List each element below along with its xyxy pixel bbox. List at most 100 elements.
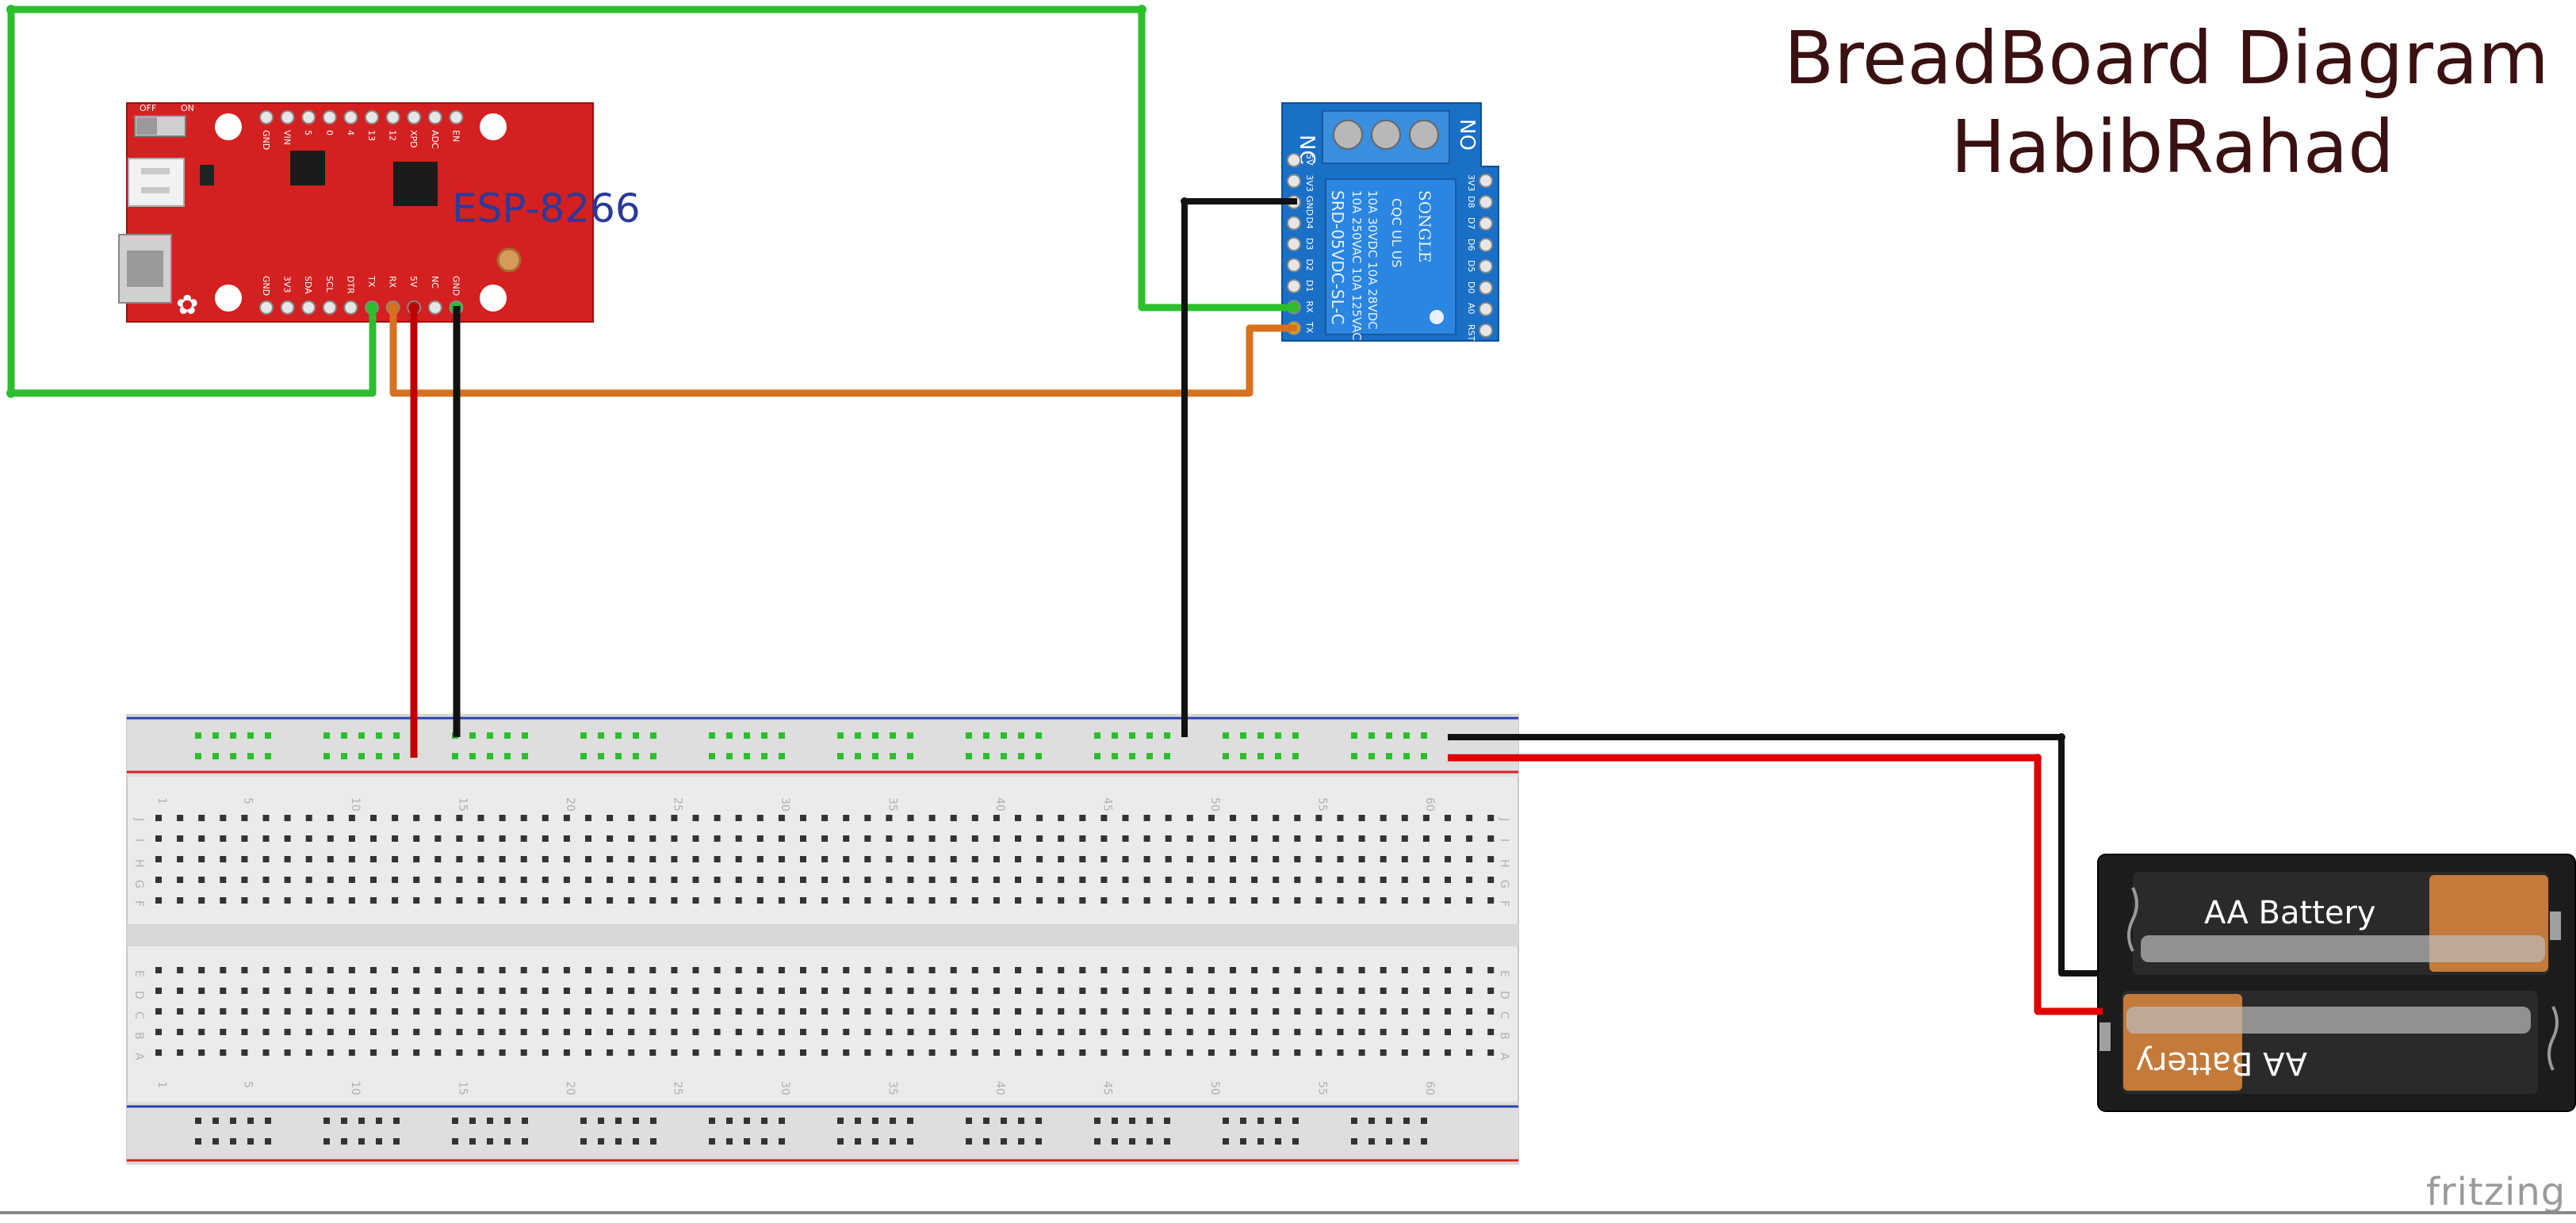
breadboard-hole bbox=[821, 897, 829, 904]
rail-hole bbox=[872, 732, 878, 739]
rail-hole bbox=[393, 753, 400, 759]
breadboard-hole bbox=[327, 988, 334, 994]
breadboard-hole bbox=[1294, 897, 1301, 904]
breadboard-hole bbox=[1015, 877, 1021, 883]
breadboard-hole bbox=[585, 1029, 591, 1035]
rail-hole bbox=[265, 753, 271, 759]
terminal-screw bbox=[1371, 120, 1401, 150]
rail-hole bbox=[855, 1138, 861, 1145]
breadboard-hole bbox=[649, 1008, 656, 1015]
breadboard-hole bbox=[392, 815, 399, 821]
breadboard-hole bbox=[585, 988, 591, 994]
rail-hole bbox=[195, 1138, 201, 1145]
pin-label: NC bbox=[430, 276, 440, 289]
breadboard-hole bbox=[262, 877, 270, 883]
breadboard-hole bbox=[434, 1029, 442, 1035]
pin-label: SCL bbox=[324, 276, 335, 293]
breadboard-hole bbox=[735, 815, 742, 821]
column-number: 15 bbox=[456, 797, 469, 812]
breadboard-hole bbox=[1315, 988, 1322, 994]
breadboard-hole bbox=[1401, 1008, 1408, 1015]
breadboard-hole bbox=[177, 835, 184, 842]
breadboard-hole bbox=[1036, 835, 1043, 842]
breadboard-hole bbox=[1401, 835, 1408, 842]
breadboard-hole bbox=[671, 1029, 678, 1035]
breadboard-hole bbox=[864, 877, 871, 883]
breadboard-hole bbox=[155, 897, 162, 904]
breadboard-hole bbox=[520, 988, 527, 994]
breadboard-hole bbox=[1122, 1029, 1129, 1035]
breadboard-hole bbox=[756, 897, 764, 904]
row-letter: G bbox=[132, 880, 145, 889]
breadboard-hole bbox=[1186, 1008, 1193, 1015]
breadboard-hole bbox=[1143, 897, 1150, 904]
breadboard-hole bbox=[1122, 877, 1129, 883]
breadboard-hole bbox=[821, 988, 829, 994]
breadboard-hole bbox=[1315, 1029, 1322, 1035]
breadboard-hole bbox=[628, 988, 635, 994]
rail-hole bbox=[1129, 1138, 1135, 1145]
rail-hole bbox=[1240, 1118, 1246, 1124]
rail-hole bbox=[358, 732, 365, 739]
breadboard-hole bbox=[1337, 988, 1344, 994]
rail-hole bbox=[1386, 753, 1392, 759]
breadboard-hole bbox=[477, 1008, 484, 1015]
rail-hole bbox=[265, 1138, 271, 1145]
breadboard-hole bbox=[671, 877, 678, 883]
rail-hole bbox=[1112, 732, 1118, 739]
breadboard-hole bbox=[1122, 815, 1129, 821]
breadboard-hole bbox=[1100, 1008, 1108, 1015]
breadboard-hole bbox=[241, 1049, 248, 1056]
rail-hole bbox=[709, 1118, 715, 1124]
rail-hole bbox=[452, 753, 458, 759]
breadboard-hole bbox=[456, 835, 463, 842]
breadboard-hole bbox=[1058, 815, 1065, 821]
rail-hole bbox=[1257, 1118, 1264, 1124]
breadboard-hole bbox=[1401, 856, 1408, 862]
breadboard-hole bbox=[1230, 988, 1236, 994]
rail-hole bbox=[633, 1138, 639, 1145]
breadboard-hole bbox=[499, 967, 506, 973]
column-number: 50 bbox=[1208, 797, 1221, 812]
breadboard-hole bbox=[1036, 856, 1043, 862]
breadboard-hole bbox=[177, 815, 184, 821]
breadboard-hole bbox=[1015, 835, 1021, 842]
rail-hole bbox=[1094, 1118, 1100, 1124]
rail-hole bbox=[890, 753, 896, 759]
breadboard-hole bbox=[1380, 1049, 1387, 1056]
relay-body bbox=[1325, 178, 1456, 335]
breadboard-hole bbox=[607, 967, 614, 973]
breadboard-hole bbox=[1337, 856, 1344, 862]
breadboard-hole bbox=[1445, 897, 1451, 904]
rail-hole bbox=[890, 1138, 896, 1145]
rail-hole bbox=[615, 732, 622, 739]
rail-hole bbox=[615, 753, 622, 759]
breadboard-hole bbox=[1315, 1008, 1322, 1015]
breadboard-hole bbox=[520, 1049, 527, 1056]
breadboard-hole bbox=[1122, 835, 1129, 842]
breadboard-hole bbox=[628, 967, 635, 973]
rail-hole bbox=[744, 1138, 750, 1145]
breadboard-hole bbox=[434, 988, 442, 994]
cell-highlight bbox=[2141, 935, 2545, 962]
breadboard-hole bbox=[1315, 877, 1322, 883]
breadboard-hole bbox=[284, 988, 291, 994]
rail-hole bbox=[726, 732, 733, 739]
breadboard-hole bbox=[1058, 877, 1065, 883]
breadboard-hole bbox=[692, 835, 699, 842]
relay-rating-1: 10A 250VAC 10A 125VAC bbox=[1349, 190, 1364, 341]
rail-hole bbox=[1035, 1138, 1042, 1145]
rail-hole bbox=[633, 732, 639, 739]
breadboard-hole bbox=[993, 877, 1000, 883]
relay-pin-label: D2 bbox=[1304, 259, 1315, 271]
rail-hole bbox=[580, 753, 587, 759]
breadboard-hole bbox=[649, 835, 656, 842]
breadboard-hole bbox=[735, 835, 742, 842]
gear-icon: ✿ bbox=[176, 289, 199, 321]
breadboard-hole bbox=[649, 967, 656, 973]
breadboard-hole bbox=[692, 1029, 699, 1035]
rail-hole bbox=[230, 1138, 236, 1145]
breadboard-hole bbox=[1294, 815, 1301, 821]
pin-label: 5V bbox=[408, 276, 419, 288]
breadboard-hole bbox=[155, 1029, 162, 1035]
